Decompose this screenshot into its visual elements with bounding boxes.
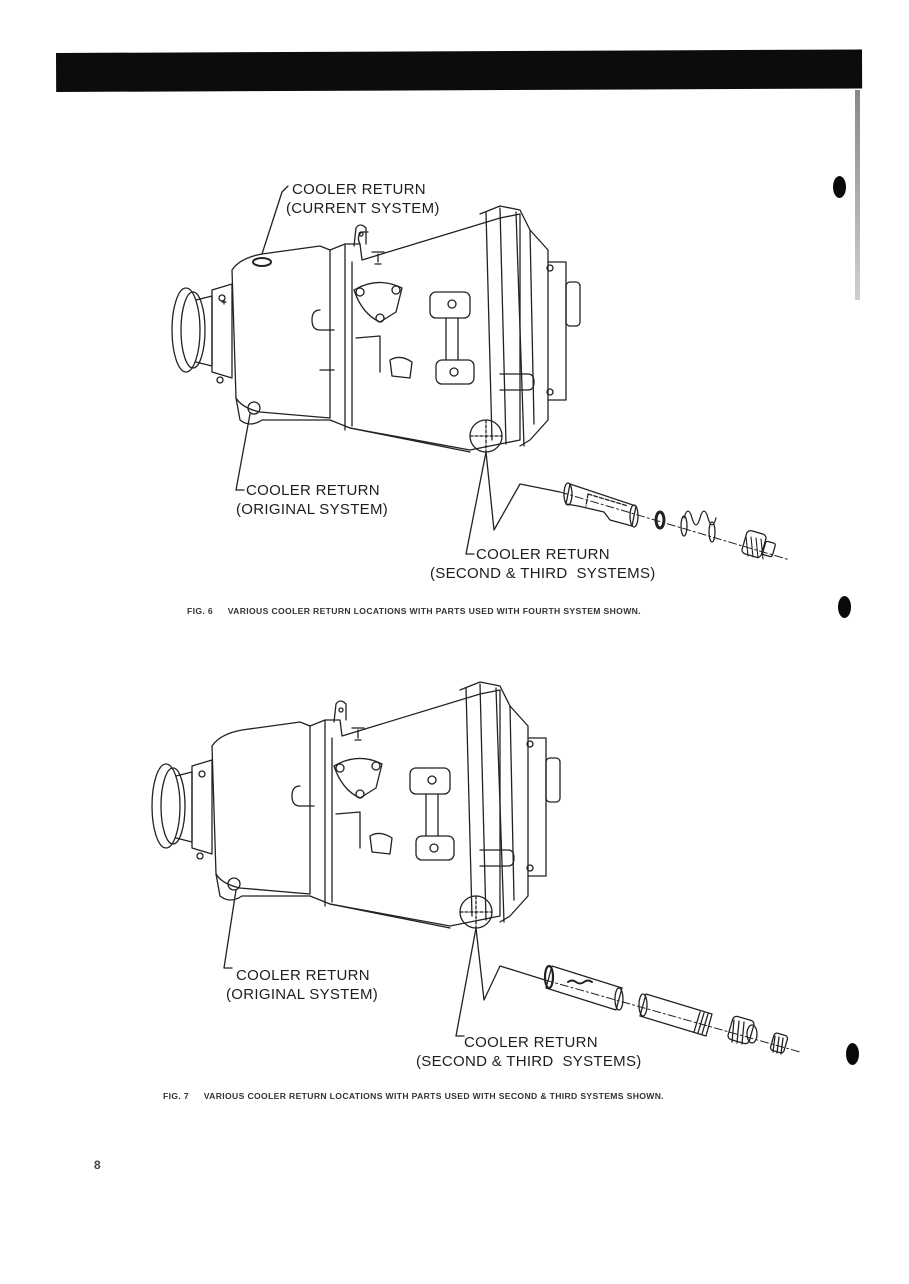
callout-current-system: COOLER RETURN (CURRENT SYSTEM) [286, 180, 440, 218]
callout-line2: (ORIGINAL SYSTEM) [226, 986, 379, 1003]
binder-hole-bottom [846, 1043, 859, 1065]
figure-number: FIG. 6 [187, 606, 213, 616]
page-edge-shadow [855, 90, 860, 300]
page-number: 8 [94, 1158, 101, 1172]
caption-text: VARIOUS COOLER RETURN LOCATIONS WITH PAR… [227, 606, 641, 616]
callout-line1: COOLER RETURN [476, 546, 610, 563]
callout-second-third-systems: COOLER RETURN (SECOND & THIRD SYSTEMS) [416, 1033, 642, 1071]
callout-original-system: COOLER RETURN (ORIGINAL SYSTEM) [226, 966, 378, 1004]
figure-6: COOLER RETURN (CURRENT SYSTEM) COOLER RE… [0, 0, 909, 640]
callout-line2: (CURRENT SYSTEM) [286, 200, 440, 217]
callout-original-system: COOLER RETURN (ORIGINAL SYSTEM) [236, 481, 388, 519]
callout-line1: COOLER RETURN [464, 1034, 598, 1051]
caption-text: VARIOUS COOLER RETURN LOCATIONS WITH PAR… [203, 1091, 665, 1101]
binder-hole-middle [838, 596, 851, 618]
figure-6-caption: FIG. 6 VARIOUS COOLER RETURN LOCATIONS W… [187, 606, 641, 616]
callout-line2: (SECOND & THIRD SYSTEMS) [430, 565, 656, 582]
callout-line2: (ORIGINAL SYSTEM) [236, 501, 389, 518]
transmission-illustration-fig6 [171, 185, 791, 561]
figure-7-caption: FIG. 7 VARIOUS COOLER RETURN LOCATIONS W… [163, 1091, 664, 1101]
callout-line1: COOLER RETURN [292, 181, 426, 198]
callout-line1: COOLER RETURN [236, 967, 370, 984]
callout-second-third-systems: COOLER RETURN (SECOND & THIRD SYSTEMS) [430, 545, 656, 583]
callout-line1: COOLER RETURN [246, 482, 380, 499]
binder-hole-top [833, 176, 846, 198]
figure-number: FIG. 7 [163, 1091, 189, 1101]
callout-line2: (SECOND & THIRD SYSTEMS) [416, 1053, 642, 1070]
